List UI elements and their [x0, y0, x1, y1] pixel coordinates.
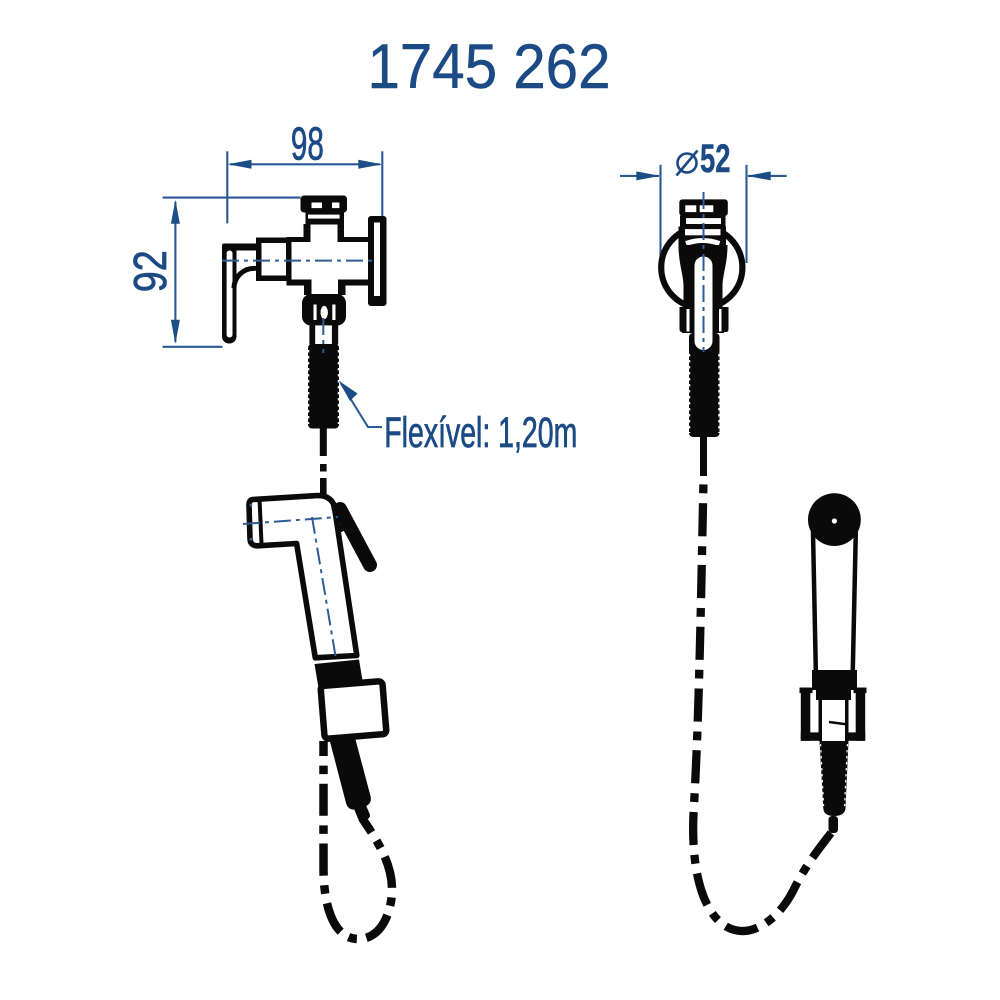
svg-text:52: 52 — [700, 137, 731, 181]
svg-text:92: 92 — [124, 250, 176, 292]
svg-text:Flexível: 1,20m: Flexível: 1,20m — [384, 409, 577, 457]
svg-text:1745 262: 1745 262 — [368, 32, 611, 102]
svg-text:98: 98 — [291, 118, 324, 170]
